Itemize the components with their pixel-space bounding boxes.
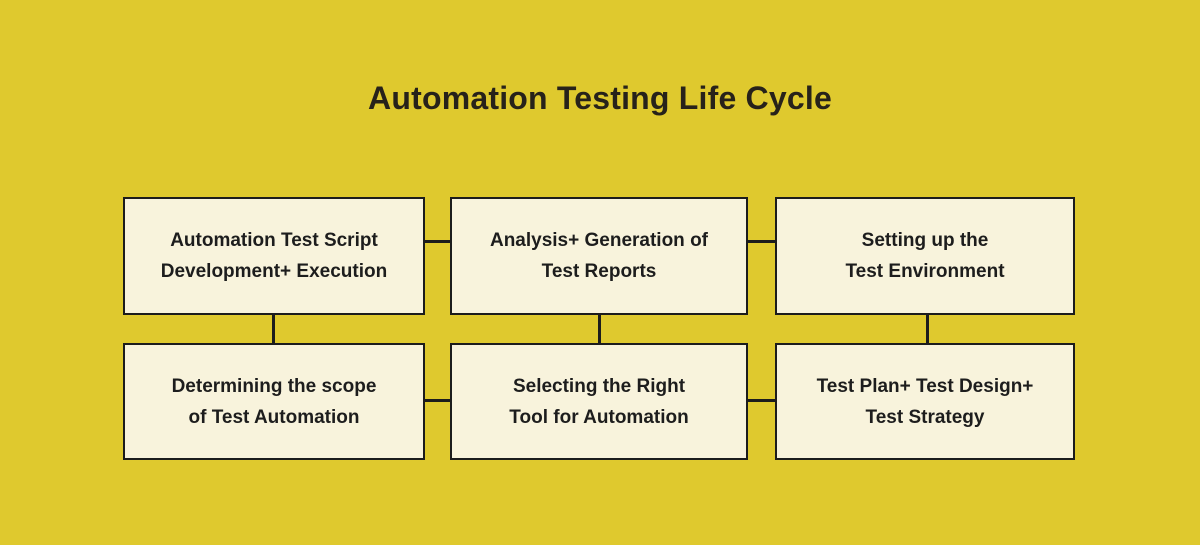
diagram-title: Automation Testing Life Cycle bbox=[368, 80, 832, 116]
node-automation-test-script-development-execution: Automation Test Script Development+ Exec… bbox=[123, 197, 425, 315]
node-label: Analysis+ Generation of Test Reports bbox=[490, 225, 708, 287]
connector-box2-box3 bbox=[748, 240, 775, 243]
node-label: Selecting the Right Tool for Automation bbox=[509, 371, 688, 433]
node-label: Determining the scope of Test Automation bbox=[172, 371, 377, 433]
connector-box3-box6 bbox=[926, 315, 929, 343]
node-label-line2: Test Reports bbox=[541, 261, 657, 282]
node-analysis-generation-of-test-reports: Analysis+ Generation of Test Reports bbox=[450, 197, 748, 315]
node-label-line1: Selecting the Right bbox=[512, 375, 686, 397]
node-label: Test Plan+ Test Design+ Test Strategy bbox=[817, 371, 1034, 433]
node-label: Setting up the Test Environment bbox=[845, 225, 1004, 287]
node-label-line2: Tool for Automation bbox=[509, 406, 689, 428]
connector-box2-box5 bbox=[598, 315, 601, 343]
node-label-line2: Test Strategy bbox=[865, 406, 985, 428]
connector-box1-box4 bbox=[272, 315, 275, 343]
connector-box5-box6 bbox=[748, 399, 775, 402]
node-label-line2: Development+ Execution bbox=[160, 261, 388, 282]
node-selecting-the-right-tool-for-automation: Selecting the Right Tool for Automation bbox=[450, 343, 748, 460]
node-label-line1: Analysis+ Generation of bbox=[489, 230, 709, 251]
node-setting-up-the-test-environment: Setting up the Test Environment bbox=[775, 197, 1075, 315]
node-test-plan-test-design-test-strategy: Test Plan+ Test Design+ Test Strategy bbox=[775, 343, 1075, 460]
node-label-line2: of Test Automation bbox=[188, 406, 360, 428]
node-label-line1: Automation Test Script bbox=[170, 230, 378, 251]
node-label-line1: Setting up the bbox=[861, 230, 989, 251]
node-label-line2: Test Environment bbox=[845, 261, 1005, 282]
node-label-line1: Determining the scope bbox=[171, 375, 377, 397]
node-label-line1: Test Plan+ Test Design+ bbox=[816, 375, 1034, 397]
node-determining-the-scope-of-test-automation: Determining the scope of Test Automation bbox=[123, 343, 425, 460]
node-label: Automation Test Script Development+ Exec… bbox=[161, 225, 387, 287]
connector-box4-box5 bbox=[425, 399, 450, 402]
connector-box1-box2 bbox=[425, 240, 450, 243]
